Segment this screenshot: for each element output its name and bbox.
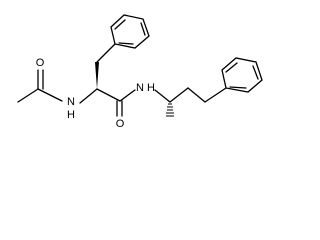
bond-n-ch [154, 89, 171, 103]
ring-phenyl-right-double-2 [252, 65, 259, 80]
ring-phenyl-right-double-1 [225, 62, 238, 73]
ring-phenyl-left-double-3 [118, 42, 134, 45]
ring-phenyl-left-double-1 [114, 19, 126, 30]
ring-phenyl-left-double-2 [140, 22, 146, 36]
bond-ch-methyl-hash [166, 103, 174, 117]
bond-alpha-carbonyl [96, 88, 121, 102]
ring-phenyl-left [110, 14, 150, 49]
atom-labels: O N H O N H [36, 57, 155, 130]
atom-amide-hydrogen-left: H [67, 109, 75, 121]
atom-amide-hydrogen-right: H [147, 82, 155, 94]
bond-carbonyl-n [119, 89, 136, 102]
bond-n-alpha [79, 88, 98, 104]
bond-ch2-phenyl [96, 43, 116, 63]
bond-ch-ch2 [169, 87, 189, 103]
bond-ch2-ch2 [187, 87, 206, 103]
bond-alpha-ch2-wedge [95, 62, 99, 89]
bond-acetyl-n [37, 88, 63, 102]
atom-amide-nitrogen-left: N [67, 96, 75, 108]
atom-acetyl-oxygen: O [36, 57, 45, 69]
bond-ch2-phenyl-right [204, 87, 227, 103]
bond-acetyl-methyl [17, 88, 39, 103]
atom-carbonyl-oxygen: O [116, 118, 125, 130]
chemical-structure: O N H O N H [17, 14, 263, 130]
atom-amide-nitrogen-right: N [136, 82, 144, 94]
ring-phenyl-right-double-3 [229, 86, 247, 89]
ring-phenyl-right [221, 57, 263, 93]
bonds [17, 14, 263, 117]
